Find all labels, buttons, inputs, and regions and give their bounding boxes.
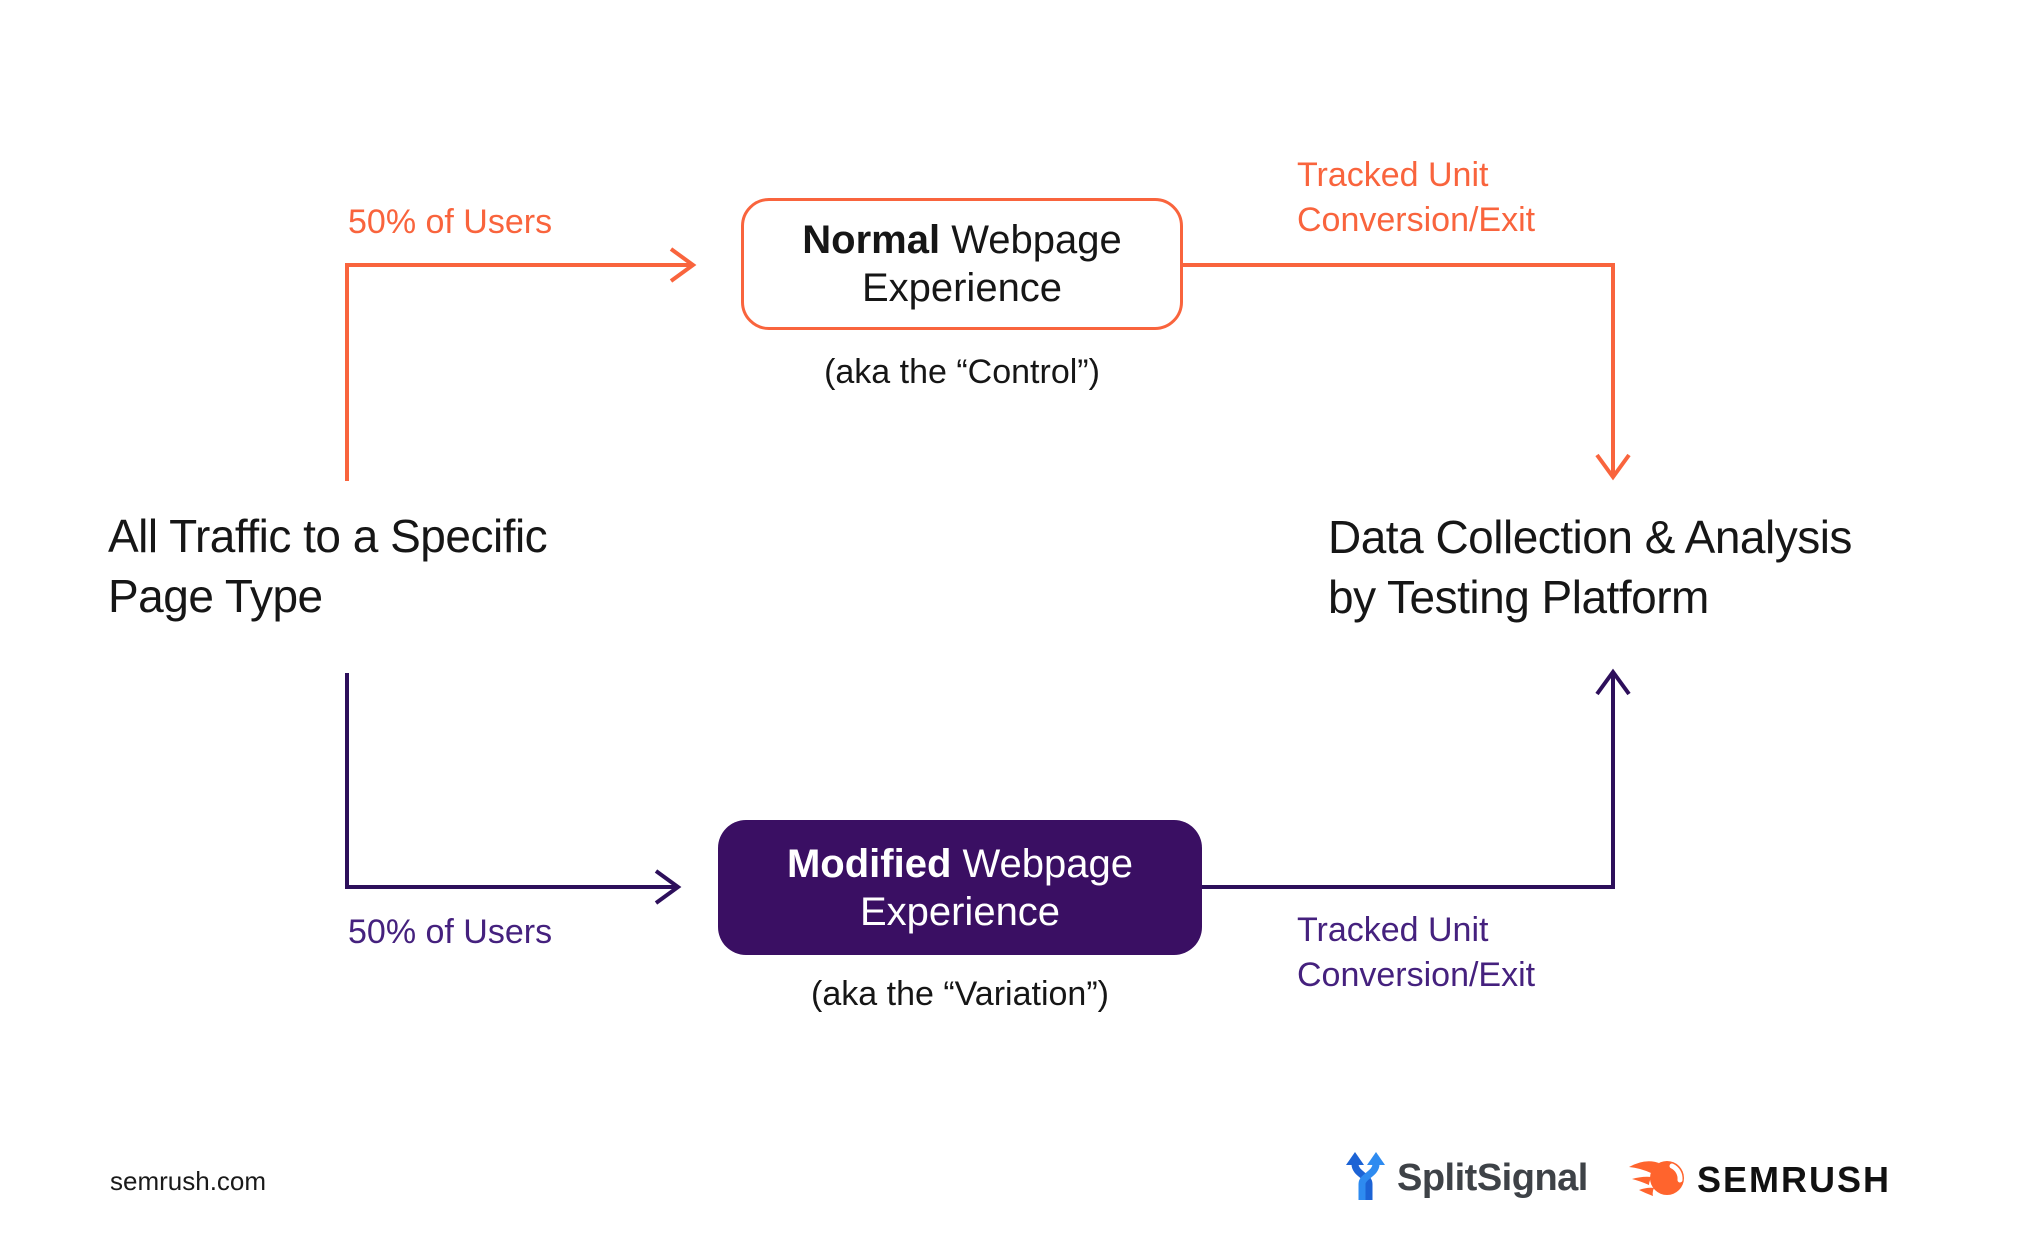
split-arrow-icon bbox=[1344, 1150, 1388, 1207]
top-tracked-unit-label: Tracked Unit Conversion/Exit bbox=[1297, 156, 1536, 239]
source-node-label: All Traffic to a Specific Page Type bbox=[108, 506, 548, 626]
control-node-bold-word: Normal bbox=[802, 218, 941, 262]
variation-node-box: Modified Webpage Experience bbox=[718, 820, 1202, 955]
arrow-control-to-sink bbox=[1183, 263, 1615, 476]
variation-node-rest: Webpage Experience bbox=[859, 841, 1134, 934]
source-node-line1: All Traffic to a Specific bbox=[108, 510, 548, 562]
website-url: semrush.com bbox=[110, 1166, 267, 1196]
semrush-flame-icon bbox=[1628, 1154, 1685, 1205]
source-node-line2: Page Type bbox=[108, 570, 323, 622]
control-node-text: Normal Webpage Experience bbox=[774, 216, 1150, 312]
variation-node-text: Modified Webpage Experience bbox=[748, 840, 1172, 936]
arrowhead-right-orange bbox=[669, 247, 697, 283]
semrush-logo: SEMRUSH bbox=[1628, 1154, 1891, 1205]
control-caption: (aka the “Control”) bbox=[824, 353, 1100, 391]
splitsignal-logo: SplitSignal bbox=[1344, 1150, 1588, 1207]
top-branch-share-label: 50% of Users bbox=[348, 203, 553, 241]
arrowhead-down-orange bbox=[1595, 453, 1631, 481]
sink-node-line2: by Testing Platform bbox=[1328, 571, 1709, 623]
arrow-source-to-variation bbox=[345, 673, 676, 889]
control-node-box: Normal Webpage Experience bbox=[741, 198, 1183, 330]
variation-node-bold-word: Modified bbox=[786, 841, 952, 886]
sink-node-label: Data Collection & Analysis by Testing Pl… bbox=[1328, 507, 1852, 627]
sink-node-line1: Data Collection & Analysis bbox=[1328, 511, 1852, 563]
bottom-branch-share-label: 50% of Users bbox=[348, 913, 553, 951]
arrow-variation-to-sink bbox=[1202, 674, 1615, 889]
bottom-tracked-unit-label: Tracked Unit Conversion/Exit bbox=[1297, 911, 1536, 994]
arrow-source-to-control bbox=[345, 263, 691, 481]
semrush-wordmark: SEMRUSH bbox=[1697, 1158, 1892, 1200]
splitsignal-wordmark: SplitSignal bbox=[1397, 1157, 1588, 1199]
control-node-rest: Webpage Experience bbox=[861, 218, 1122, 310]
arrowhead-right-purple bbox=[654, 869, 682, 905]
variation-caption: (aka the “Variation”) bbox=[811, 975, 1109, 1013]
arrowhead-up-purple bbox=[1595, 668, 1631, 696]
